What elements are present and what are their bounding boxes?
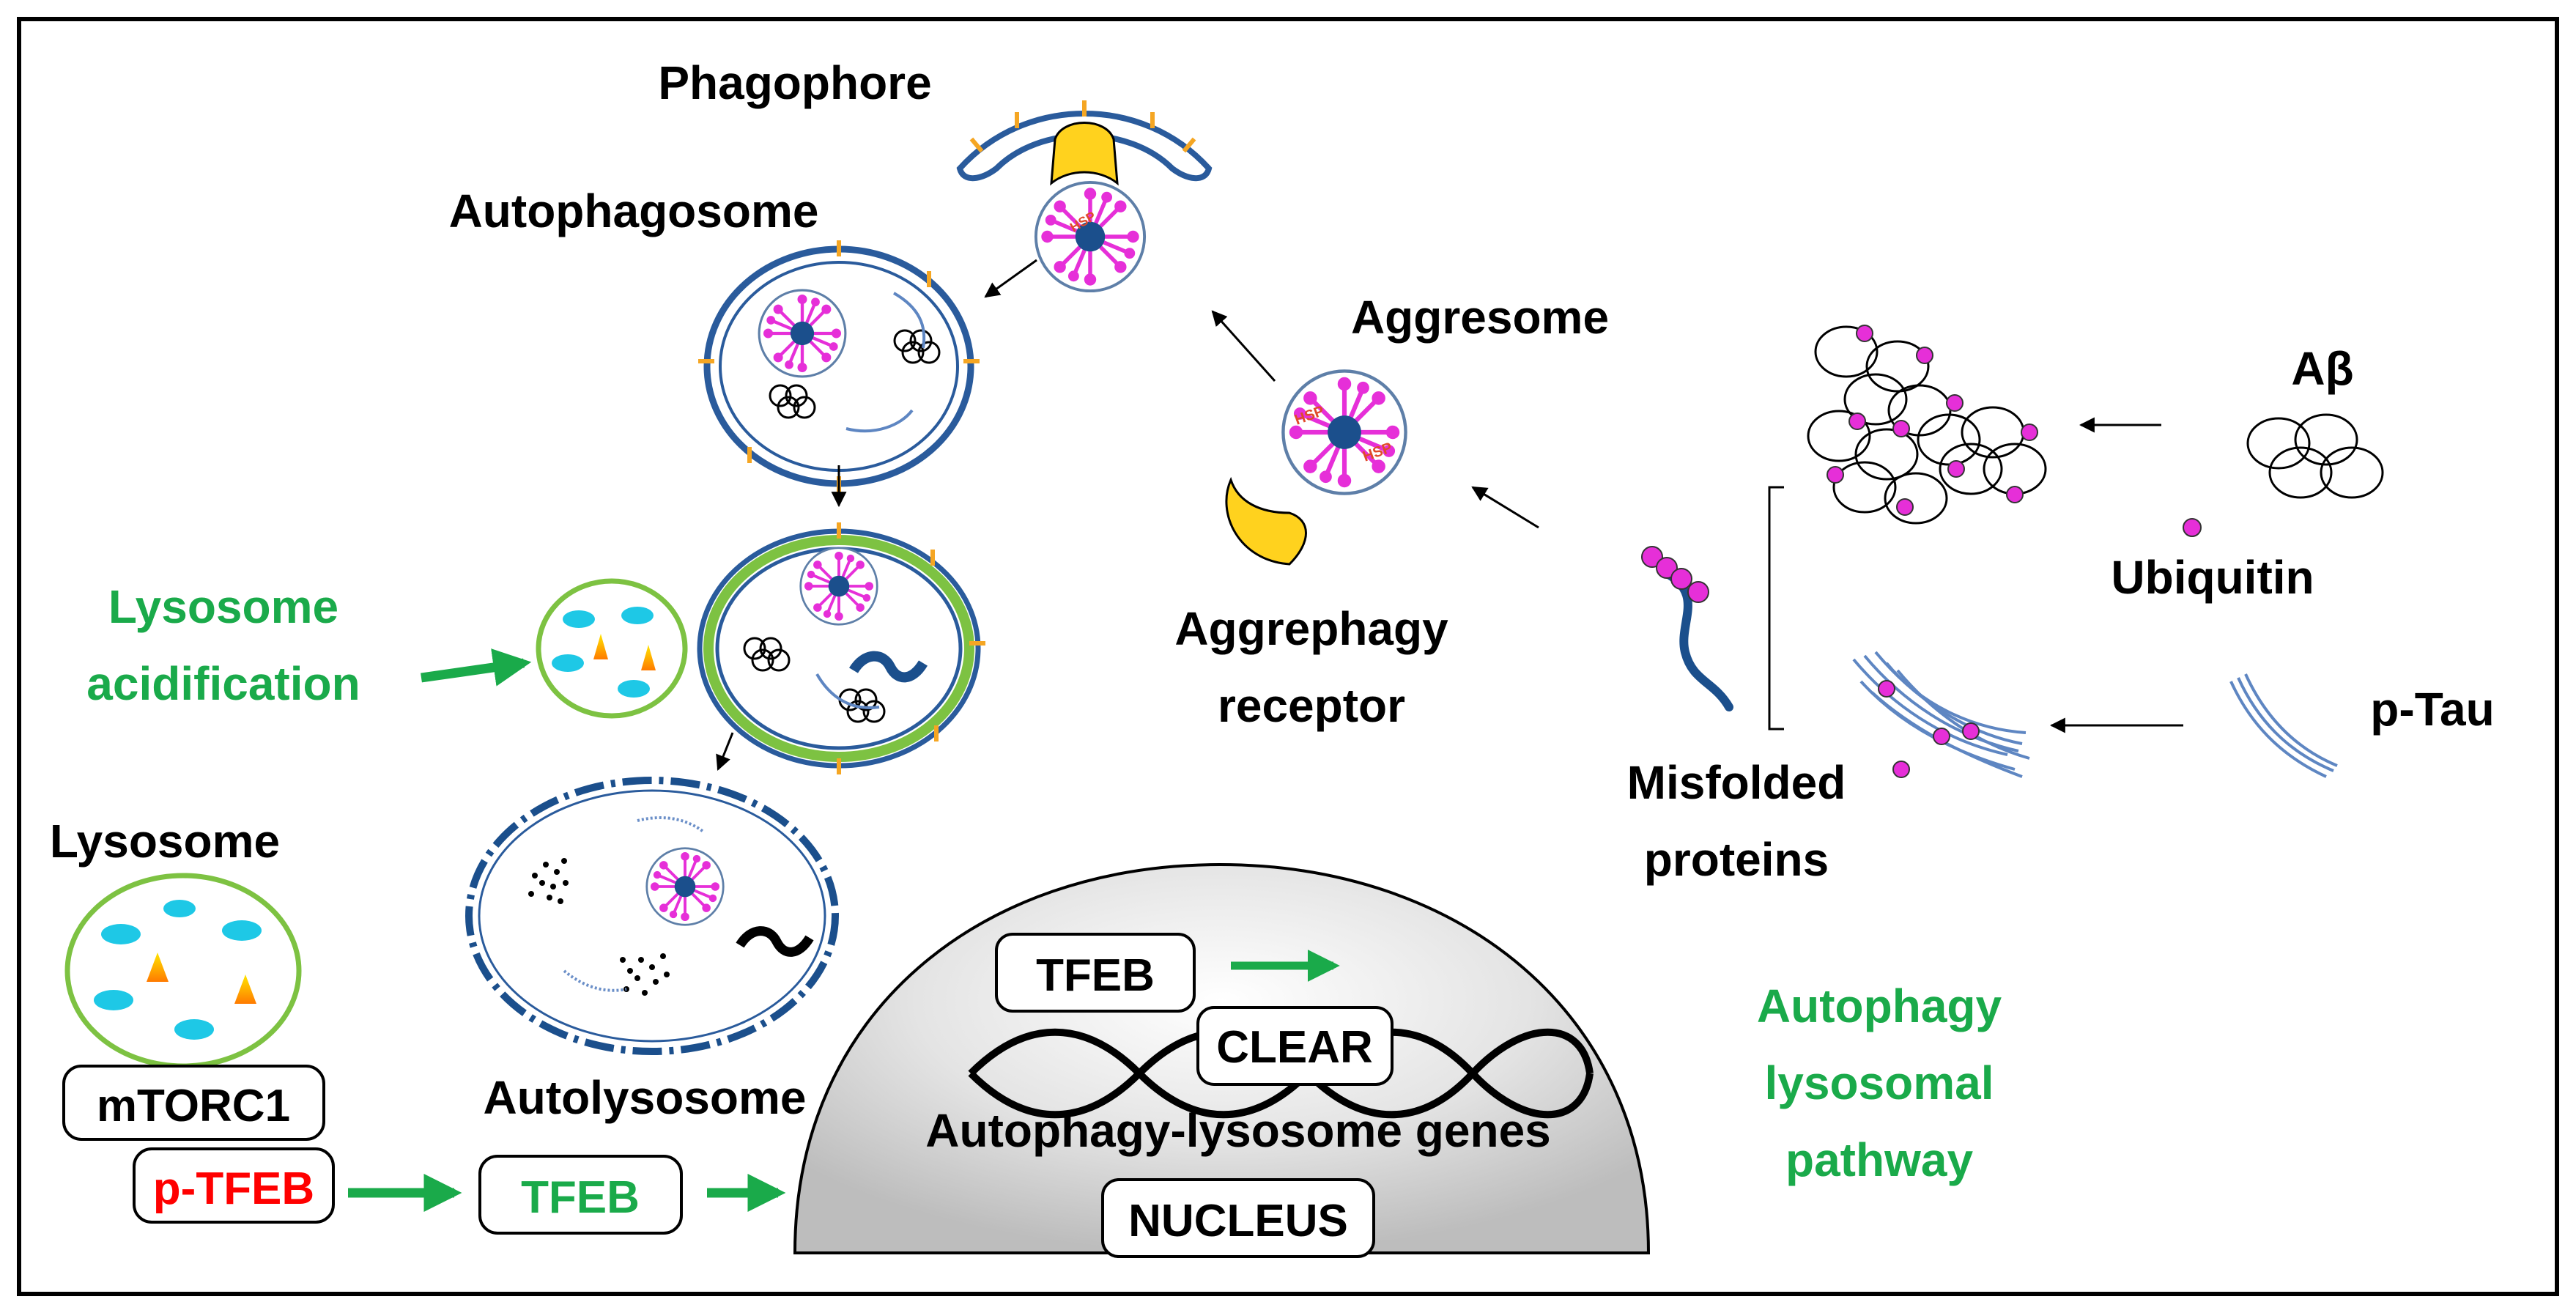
- aggrephagy-receptor-icon: [1225, 476, 1307, 566]
- clear-label: CLEAR: [1216, 1022, 1373, 1073]
- fusing-autophagosome: [697, 522, 985, 774]
- autophagosome-label: Autophagosome: [449, 185, 819, 237]
- p-tau-monomer-icon: [2229, 673, 2338, 778]
- p-tau-label: p-Tau: [2370, 683, 2494, 736]
- tfeb-cytoplasm-box: [478, 1155, 683, 1235]
- p-tfeb-box: [133, 1147, 335, 1224]
- autolysosome: [465, 777, 839, 1055]
- misfolded-label-line2: proteins: [1644, 833, 1829, 886]
- misfolded-protein-icon: [1641, 546, 1733, 711]
- aggresome: HSP HSP: [1283, 371, 1405, 493]
- pathway-label-line1: Autophagy: [1757, 980, 2002, 1032]
- autolysosome-label: Autolysosome: [484, 1071, 807, 1124]
- mtorc1-box: [62, 1065, 325, 1141]
- lysosome-acidification-label-line2: acidification: [86, 657, 360, 710]
- tfeb-nucleus-box: [995, 933, 1196, 1013]
- autophagosome: [698, 240, 980, 492]
- aggresome-label: Aggresome: [1351, 291, 1609, 344]
- abeta-monomer-icon: [2246, 413, 2384, 499]
- p-tfeb-label: p-TFEB: [153, 1164, 314, 1214]
- p-tau-tangle: [1852, 651, 2030, 778]
- tfeb-nucleus-label: TFEB: [1036, 950, 1155, 1001]
- nucleus-label: NUCLEUS: [1128, 1196, 1348, 1246]
- pathway-label-line3: pathway: [1785, 1133, 1973, 1186]
- phagophore-to-autophagosome-arrow: [984, 259, 1037, 298]
- p-tau-ubiquitin-dots: [1878, 680, 1980, 778]
- bracket: [1768, 486, 1784, 731]
- lysosome-label: Lysosome: [50, 815, 280, 868]
- abeta-ubiquitin-dots: [1826, 325, 2038, 516]
- fusion-to-autolysosome-arrow: [716, 732, 734, 771]
- aggrephagy-label-line2: receptor: [1218, 679, 1405, 732]
- phagophore-label: Phagophore: [658, 56, 931, 109]
- mtorc1-label: mTORC1: [97, 1081, 290, 1131]
- lysosome: [64, 873, 302, 1069]
- abeta-aggregate: [1807, 325, 2047, 525]
- lysosome-acidification-label-line1: Lysosome: [108, 580, 338, 633]
- misfolded-to-aggresome-arrow: [1471, 486, 1539, 529]
- misfolded-label-line1: Misfolded: [1627, 756, 1846, 809]
- acidification-arrow: [421, 648, 532, 687]
- abeta-label: Aβ: [2291, 342, 2353, 395]
- tfeb-cytoplasm-label: TFEB: [521, 1172, 640, 1223]
- pathway-label-line2: lysosomal: [1764, 1057, 1994, 1109]
- aggrephagy-label-line1: Aggrephagy: [1174, 602, 1448, 655]
- ubiquitin-icon: [2183, 518, 2202, 537]
- phagophore: HSP: [956, 100, 1213, 291]
- aggresome-to-phagophore-arrow: [1211, 310, 1276, 382]
- ubiquitin-label: Ubiquitin: [2111, 551, 2314, 604]
- nucleus-box: [1101, 1178, 1375, 1258]
- genes-label: Autophagy-lysosome genes: [925, 1104, 1551, 1157]
- fusing-lysosome: [536, 578, 688, 719]
- clear-box: [1196, 1006, 1394, 1086]
